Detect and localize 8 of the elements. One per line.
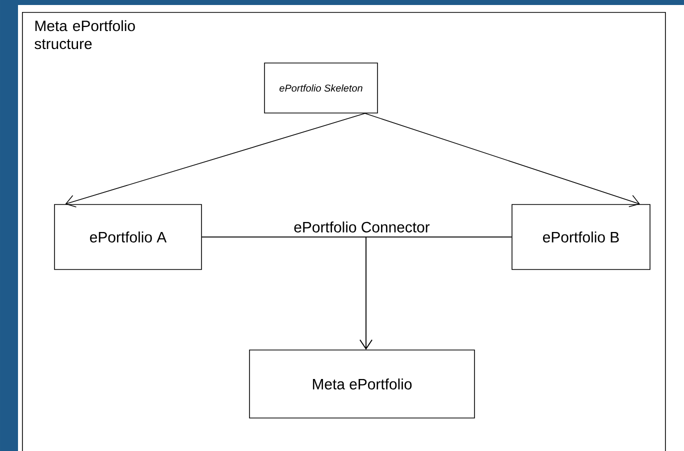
box: ePortfolio A	[54, 204, 202, 270]
box: Meta ePortfolio	[249, 350, 475, 418]
arrow	[364, 113, 640, 208]
arrow	[360, 236, 512, 350]
arrow	[65, 113, 366, 208]
box: ePortfolio B	[512, 204, 650, 270]
edge-label: ePortfolio Connector	[294, 222, 430, 232]
box: ePortfolio Skeleton	[264, 62, 378, 114]
